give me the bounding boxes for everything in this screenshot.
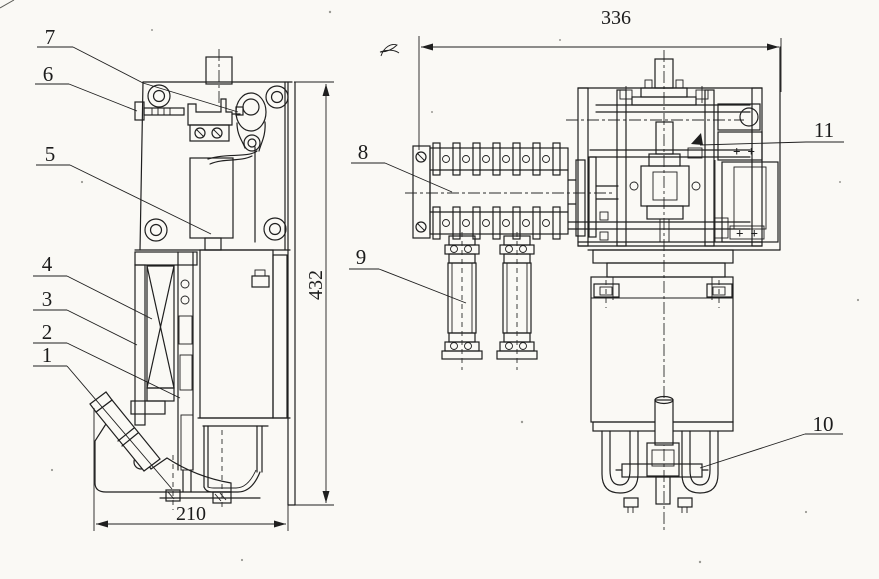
plus-marks-upper: + + [733,144,755,158]
callout-label-2: 2 [42,320,53,344]
callout-label-3: 3 [42,287,53,311]
part-callout-1: 1 [33,343,173,490]
head-assembly [134,49,296,506]
lower-body [590,249,734,446]
callout-label-1: 1 [42,343,53,367]
coil-section [130,251,198,493]
resistor-cylinder [496,232,538,370]
central-mechanism [599,121,703,243]
left-view-elevation [89,49,296,510]
scan-scribble [379,44,400,57]
callout-label-9: 9 [356,245,367,269]
paper-specks [0,0,860,564]
body-block [199,249,274,419]
part-callout-10: 10 [699,412,843,469]
adjusting-rod [134,101,185,121]
right-view-elevation: + + + + [405,46,781,530]
terminal-panel-lower: + + [713,160,779,243]
valve-block [189,157,234,239]
body-section [159,249,291,510]
frame-bolt [147,84,171,108]
center-pin [654,399,674,446]
hatched-left-wall [134,264,146,426]
callout-label-4: 4 [42,252,53,276]
callout-label-11: 11 [814,118,834,142]
clevis-mark [691,133,703,145]
part-callout-5: 5 [36,142,212,235]
part-callouts: 7 6 5 4 3 2 1 [33,25,844,490]
dimension-label-336: 336 [601,7,631,29]
resistor-cylinder [441,232,483,370]
frame-bolt [265,85,289,109]
callout-label-7: 7 [45,25,56,49]
callout-label-8: 8 [358,140,369,164]
part-callout-9: 9 [349,245,467,304]
part-callout-8: 8 [351,140,453,193]
plus-marks-lower: + + [736,226,758,240]
drum-ribs-bottom [432,206,561,240]
contactor-frame: + + + + [566,58,779,247]
contact-block [615,442,709,505]
part-callout-4: 4 [33,252,153,320]
dimension-label-432: 432 [305,270,327,300]
callout-label-5: 5 [45,142,56,166]
frame-bolt [144,218,168,242]
dimension-336: 336 [379,7,782,150]
part-callout-3: 3 [33,287,138,346]
dimension-432: 432 [290,81,334,506]
callout-label-6: 6 [43,62,54,86]
hatched-top-band [134,251,198,266]
interlock-roller [717,103,761,131]
hanger-hooks [601,430,719,513]
armature-rod [177,251,194,493]
cam-drum [405,142,619,240]
part-callout-7: 7 [37,25,239,113]
arm-bracket-plate [94,411,232,493]
part-callout-6: 6 [35,62,138,112]
frame-bolt [263,217,287,241]
dimension-label-210: 210 [176,503,206,525]
resistor-cylinders [441,232,538,370]
drum-ribs-top [432,142,561,176]
terminal-panel-upper: + + [717,131,763,161]
release-arm [89,391,232,493]
part-callout-2: 2 [33,320,181,399]
callout-label-10: 10 [813,412,834,436]
part-callout-11: 11 [699,118,844,146]
stray-mark [0,0,15,9]
dimension-210: 210 [93,408,289,531]
